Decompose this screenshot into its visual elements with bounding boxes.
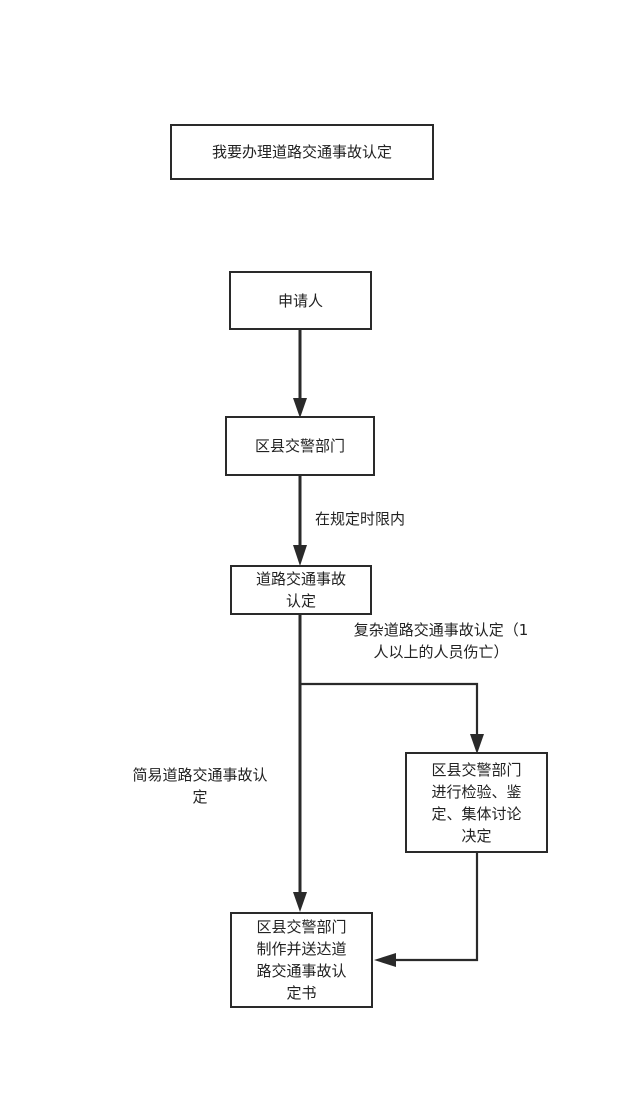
- applicant-text: 申请人: [277, 291, 323, 310]
- district-police-text: 区县交警部门: [254, 437, 345, 455]
- district-police-node: 区县交警部门: [225, 416, 375, 476]
- inspection-line: 区县交警部门: [431, 760, 522, 779]
- determination-line: 认定: [285, 592, 316, 610]
- certificate-line: 区县交警部门: [256, 918, 347, 936]
- determination-line: 道路交通事故: [255, 570, 346, 588]
- complex-determination-label: 复杂道路交通事故认定（1 人以上的人员伤亡）: [353, 621, 529, 661]
- edge-inspection-to-certificate: [392, 852, 479, 962]
- inspection-line: 定、集体讨论: [431, 804, 522, 823]
- simple-determination-label: 简易道路交通事故认 定: [132, 766, 268, 806]
- certificate-line: 定书: [286, 984, 317, 1002]
- applicant-node: 申请人: [229, 271, 372, 330]
- within-time-limit-label: 在规定时限内: [315, 510, 406, 528]
- accident-determination-node: 道路交通事故 认定: [230, 565, 372, 615]
- inspection-node: 区县交警部门 进行检验、鉴 定、集体讨论 决定: [405, 752, 548, 853]
- title-node: 我要办理道路交通事故认定: [170, 124, 434, 180]
- certificate-line: 路交通事故认: [256, 962, 347, 980]
- arrowhead-down-icon: [293, 398, 307, 418]
- issue-certificate-node: 区县交警部门 制作并送达道 路交通事故认 定书: [230, 912, 373, 1008]
- edge-complex-path: [300, 682, 479, 738]
- title-text: 我要办理道路交通事故认定: [211, 143, 392, 161]
- arrowhead-down-icon: [470, 734, 484, 754]
- arrowhead-down-icon: [293, 545, 307, 566]
- arrowhead-down-icon: [293, 892, 307, 912]
- inspection-line: 进行检验、鉴: [431, 782, 522, 801]
- certificate-line: 制作并送达道: [256, 940, 347, 958]
- inspection-line: 决定: [461, 826, 492, 845]
- arrowhead-left-icon: [374, 953, 396, 967]
